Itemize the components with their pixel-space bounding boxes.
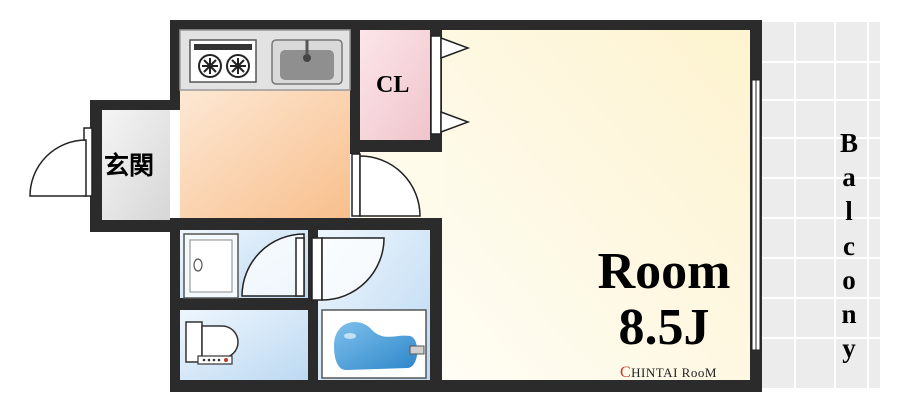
balcony-label: B a l c o n y [834,126,864,365]
bathroom-door-icon [311,237,385,301]
entrance-door-icon [29,127,93,197]
bathtub-icon [321,309,427,379]
closet-label: CL [376,72,410,98]
balcony-window-icon [751,79,761,351]
main-room-label: Room 8.5J [588,244,740,356]
closet-door-icon [430,35,471,135]
shower-door-icon [241,233,305,297]
hall-door-icon [351,153,421,217]
balcony-letter: o [842,264,856,295]
balcony-letter: B [839,128,858,158]
balcony-letter: n [841,299,857,330]
main-room-floor [442,30,750,380]
main-room-size: 8.5J [618,299,710,356]
stove-icon [189,39,257,83]
logo-text: HINTAI RooM [631,365,717,380]
balcony-letter: y [842,333,856,364]
entrance-label: 玄関 [104,151,155,180]
shower-tray-icon [183,233,239,299]
balcony-letter: a [842,162,856,193]
entrance-floor [102,110,170,220]
sink-icon [271,39,343,85]
balcony-letter: l [845,196,853,227]
closet-floor [360,30,430,140]
logo-initial: C [620,364,632,381]
toilet-icon [185,321,239,365]
balcony-area [762,22,880,388]
main-room-name: Room [597,243,731,300]
chintai-room-logo: CHINTAI RooM [620,364,717,382]
balcony-letter: c [843,230,855,261]
kitchen-floor [180,90,350,218]
